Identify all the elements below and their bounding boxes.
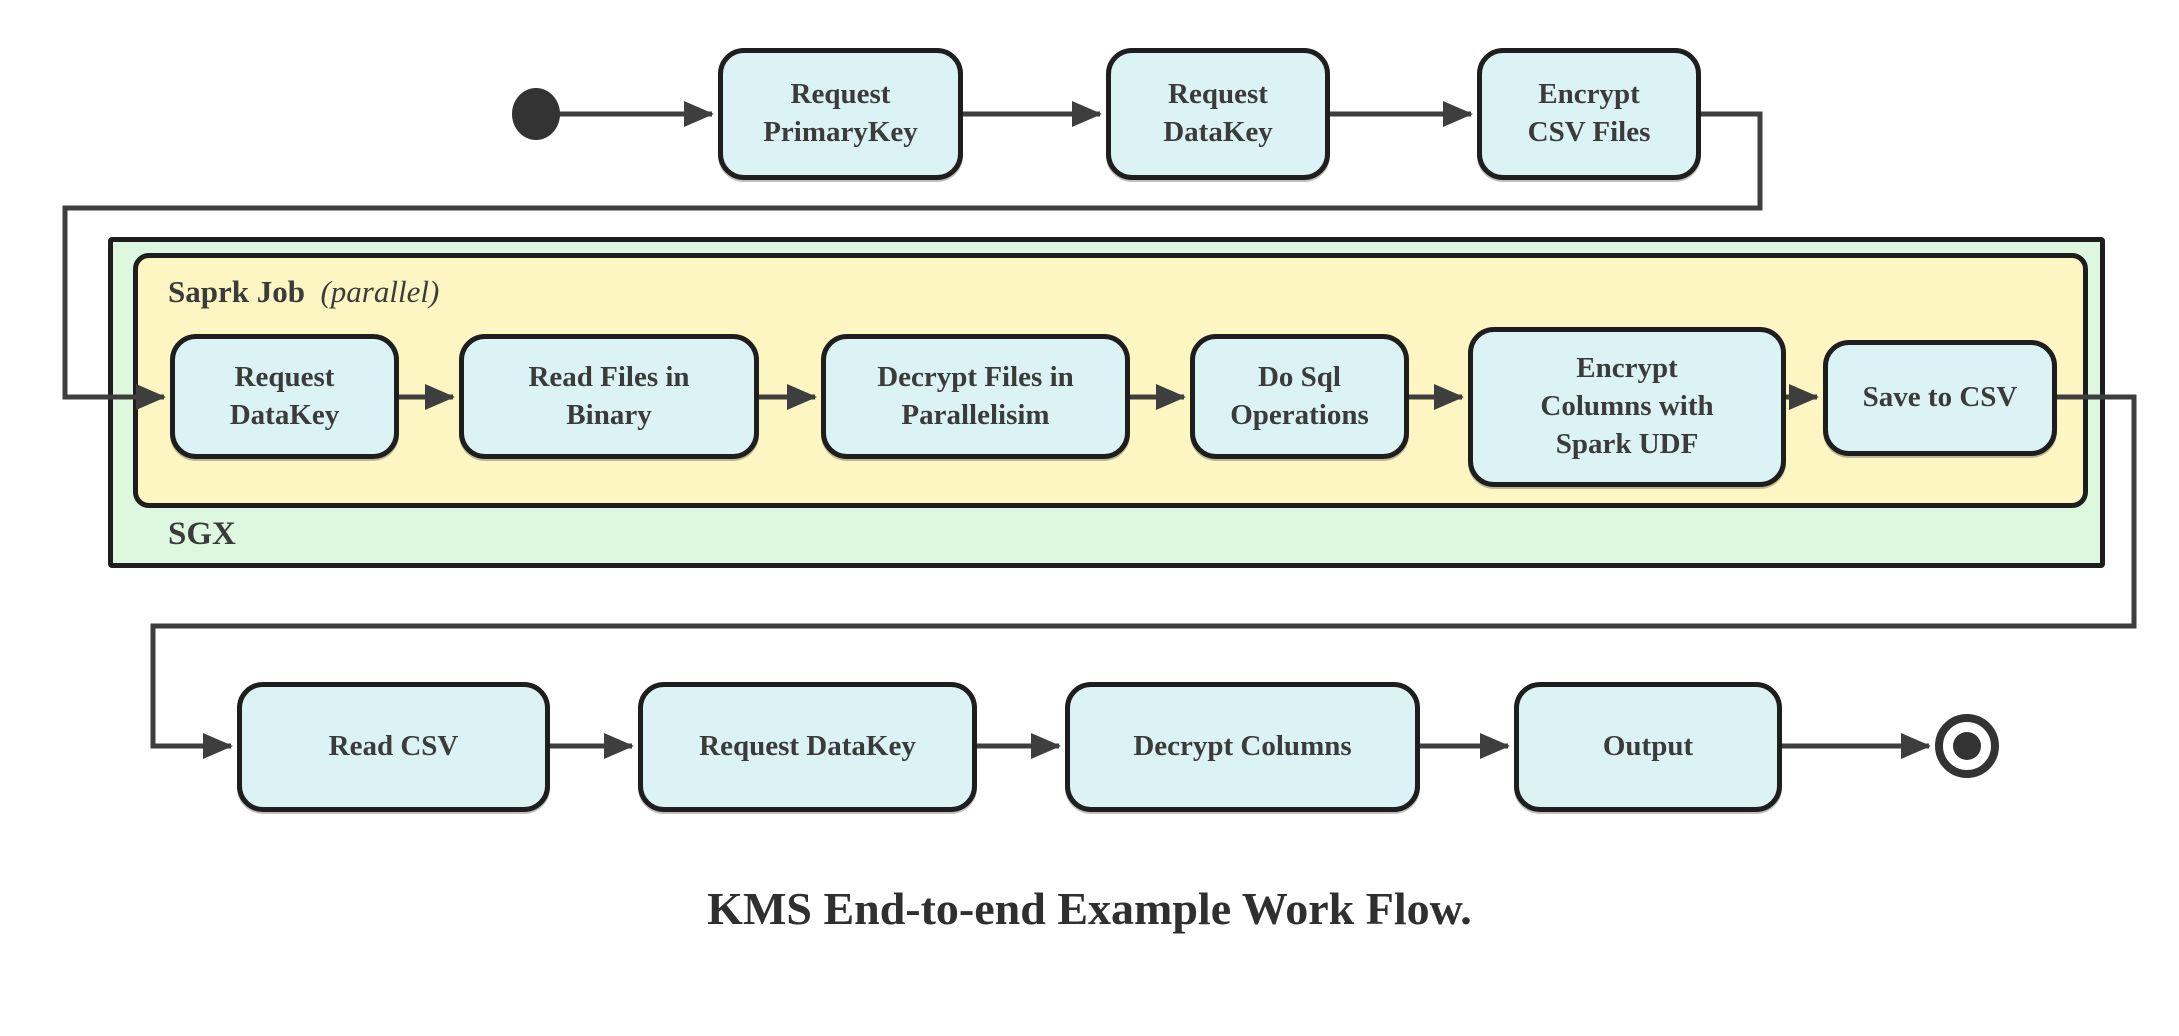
node-encrypt-columns-spark-udf: Encrypt Columns with Spark UDF (1468, 327, 1786, 487)
end-node-dot (1953, 732, 1981, 760)
node-decrypt-files-in-parallelism: Decrypt Files in Parallelisim (821, 334, 1130, 459)
node-do-sql-operations: Do Sql Operations (1190, 334, 1409, 459)
spark-job-label-text: Saprk Job (168, 274, 305, 309)
node-output: Output (1514, 682, 1782, 812)
node-request-primarykey: Request PrimaryKey (718, 48, 963, 180)
node-request-datakey-top: Request DataKey (1106, 48, 1330, 180)
start-node (512, 88, 560, 140)
node-read-csv: Read CSV (237, 682, 550, 812)
node-request-datakey-bottom: Request DataKey (638, 682, 977, 812)
end-node (1935, 714, 1999, 778)
spark-job-parallel-annotation: (parallel) (320, 274, 440, 309)
node-save-to-csv: Save to CSV (1823, 340, 2057, 456)
node-read-files-in-binary: Read Files in Binary (459, 334, 759, 459)
node-sgx-request-datakey: Request DataKey (170, 334, 399, 459)
sgx-label: SGX (168, 516, 236, 553)
node-decrypt-columns: Decrypt Columns (1065, 682, 1420, 812)
node-encrypt-csv-files: Encrypt CSV Files (1477, 48, 1701, 180)
sgx-label-text: SGX (168, 516, 236, 552)
spark-job-label: Saprk Job (parallel) (168, 274, 439, 310)
diagram-caption: KMS End-to-end Example Work Flow. (707, 883, 1472, 934)
